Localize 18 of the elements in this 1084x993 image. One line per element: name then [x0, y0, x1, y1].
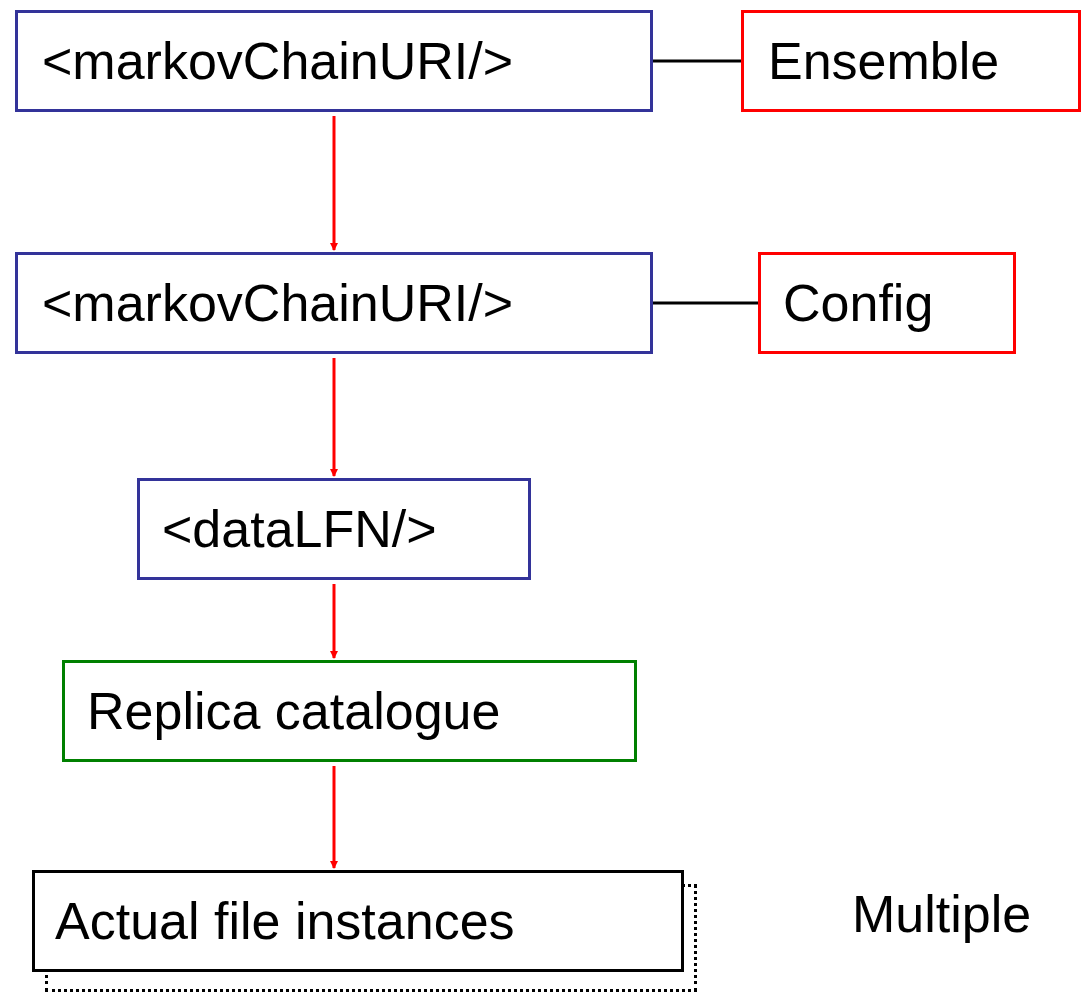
- process-box: [137, 478, 531, 580]
- node-label: <dataLFN/>: [162, 503, 437, 555]
- arrow: [330, 116, 338, 251]
- process-box: [15, 252, 653, 354]
- connector-line: [653, 301, 758, 305]
- arrow: [330, 584, 338, 659]
- process-box: [32, 870, 684, 972]
- process-box: [741, 10, 1081, 112]
- process-box: [62, 660, 637, 762]
- arrow: [330, 766, 338, 869]
- connector-line: [653, 59, 741, 63]
- node-label: <markovChainURI/>: [42, 277, 514, 329]
- node-label: Ensemble: [768, 35, 1000, 87]
- arrow: [330, 358, 338, 477]
- process-box: [15, 10, 653, 112]
- process-box: [758, 252, 1016, 354]
- node-label: <markovChainURI/>: [42, 35, 514, 87]
- node-label: Actual file instances: [55, 895, 515, 947]
